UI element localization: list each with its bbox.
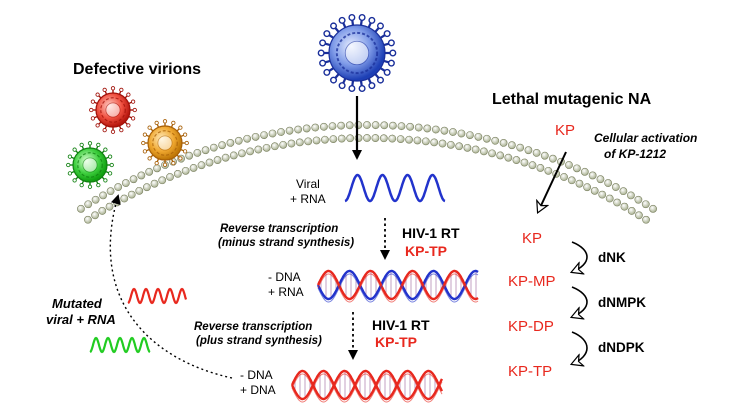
enzyme-dndpk: dNDPK — [598, 340, 645, 355]
rt2-label-line1: Reverse transcription — [194, 321, 312, 333]
kp-path-kp-mp: KP-MP — [508, 273, 556, 290]
dsdna-label-line1: - DNA — [240, 368, 273, 382]
rt2-label-line2: (plus strand synthesis) — [196, 335, 322, 347]
mutated-rna-red-strand — [127, 287, 188, 305]
phosphorylation-arrow-2 — [572, 286, 588, 317]
hybrid-label-line1: - DNA — [268, 270, 301, 284]
assembly-dotted-arrow — [109, 194, 233, 379]
dsdna-label-line2: + DNA — [240, 383, 276, 397]
kp-tp-label-2: KP-TP — [375, 334, 417, 350]
rt1-label-line2: (minus strand synthesis) — [218, 237, 354, 249]
cellular-activation-line2: of KP-1212 — [604, 147, 666, 161]
lethal-mutagenic-label: Lethal mutagenic NA — [492, 91, 652, 108]
kp-path-kp: KP — [522, 230, 542, 247]
enzyme-dnmpk: dNMPK — [598, 295, 646, 310]
mutated-rna-label-line1: Mutated — [52, 296, 103, 311]
kp-path-kp-tp: KP-TP — [508, 363, 552, 380]
viral-rna-label-line2: + RNA — [290, 192, 326, 206]
mutated-rna-green-strand — [89, 336, 151, 354]
viral-rna-label-line1: Viral — [296, 177, 320, 191]
enzyme-dnk: dNK — [598, 250, 626, 265]
rt1-label-line1: Reverse transcription — [220, 223, 338, 235]
cell-membrane — [77, 121, 657, 224]
defective-virions-label: Defective virions — [73, 61, 201, 78]
cellular-activation-line1: Cellular activation — [594, 131, 697, 145]
kp-uptake-arrow — [538, 151, 567, 212]
defective-virion-orange-icon — [141, 119, 189, 167]
incoming-virion-icon — [317, 14, 397, 92]
hybrid-label-line2: + RNA — [268, 285, 304, 299]
defective-virion-red-icon — [89, 86, 137, 134]
hiv1-rt-label-2: HIV-1 RT — [372, 317, 430, 333]
double-stranded-dna-helix — [290, 369, 444, 403]
kp-prodrug-label: KP — [555, 122, 575, 139]
mutated-rna-label-line2: viral + RNA — [46, 312, 116, 327]
phosphorylation-arrow-1 — [572, 241, 588, 272]
hiv1-rt-label-1: HIV-1 RT — [402, 225, 460, 241]
kp-tp-label-1: KP-TP — [405, 243, 447, 259]
viral-rna-strand — [344, 173, 446, 203]
phosphorylation-arrow-3 — [572, 331, 588, 364]
defective-virion-green-icon — [66, 141, 114, 189]
kp-path-kp-dp: KP-DP — [508, 318, 554, 335]
dna-rna-hybrid-helix — [316, 269, 479, 303]
